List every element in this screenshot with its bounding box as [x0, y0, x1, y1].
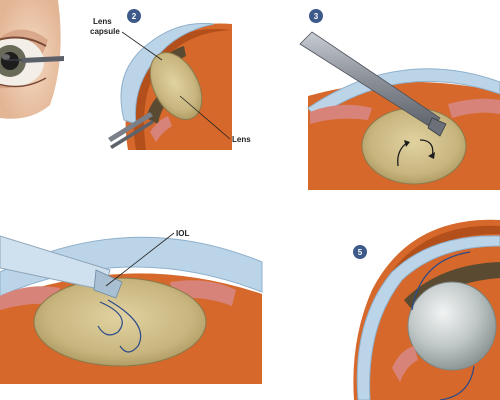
lens [149, 52, 203, 120]
ciliary-5 [392, 346, 418, 382]
iol-haptic-5b [439, 365, 475, 400]
leader-lens [179, 95, 231, 140]
iris-3-left [310, 104, 372, 124]
panel-1-external-eye [0, 0, 64, 119]
instrument-shaft [108, 112, 153, 142]
cornea [120, 22, 215, 125]
leader-lens-capsule [121, 31, 163, 61]
panel-2-lens-anatomy: 2 Lens capsule Lens [90, 9, 251, 150]
iris-4-right [170, 280, 236, 306]
lower-eyelid [0, 77, 47, 88]
iol-haptic-5a [411, 251, 471, 311]
cornea-5 [356, 235, 500, 400]
instrument-handle [22, 56, 64, 63]
panel-4-iol-insertion: IOL [0, 229, 263, 384]
iris-4-left [0, 286, 60, 310]
arrow-head-left [404, 140, 410, 147]
label-lens-capsule-line1: Lens [93, 17, 112, 26]
arrow-head-right [428, 152, 435, 159]
instrument-shaft-2 [110, 120, 154, 149]
lens-4 [33, 277, 207, 367]
ciliary-body-lower [150, 116, 172, 142]
iol-optic [407, 281, 497, 371]
panel-3-phacoemulsification: 3 [299, 9, 500, 190]
iris-3-right [448, 98, 500, 118]
step-number-3: 3 [314, 12, 319, 21]
phaco-probe [299, 31, 441, 129]
step-number-2: 2 [132, 12, 137, 21]
upper-eyelid [0, 36, 47, 47]
leader-iol [105, 232, 175, 287]
label-iol: IOL [176, 229, 189, 238]
step-badge-5 [353, 245, 367, 259]
label-lens: Lens [232, 135, 251, 144]
phaco-tip [427, 117, 447, 137]
step-badge-2 [127, 9, 141, 23]
panel-5-iol-in-place: 5 [353, 219, 500, 400]
step-number-5: 5 [358, 248, 363, 257]
pupil-highlight [2, 54, 10, 60]
label-lens-capsule-line2: capsule [90, 27, 120, 36]
iol-haptic-2 [97, 301, 123, 336]
iol-haptic-1 [107, 299, 142, 353]
step-badge-3 [309, 9, 323, 23]
lens-3 [361, 107, 467, 185]
